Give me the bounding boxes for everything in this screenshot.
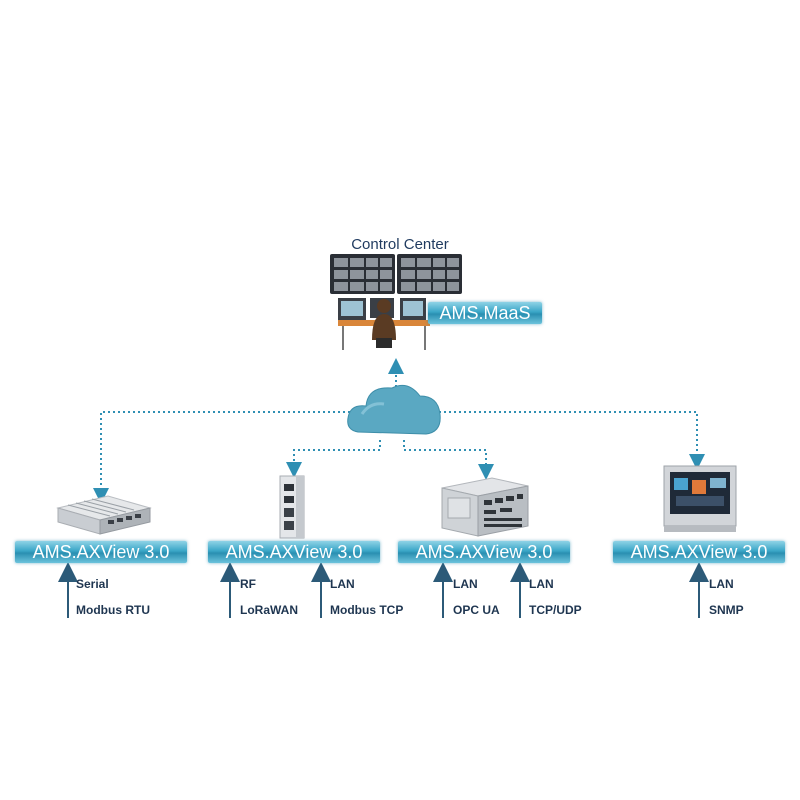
- protocol-arrows: [58, 562, 709, 618]
- node-2-protocol-1-line-1: RF: [240, 577, 256, 591]
- node-1-protocol-1-line-2: Modbus RTU: [76, 603, 150, 617]
- node-1-protocol-1-line-1: Serial: [76, 577, 109, 591]
- din-rail-gateway-icon: [279, 475, 305, 539]
- cloud-icon: [347, 384, 441, 435]
- cloud-to-node-2-link: [286, 440, 381, 478]
- node-2-protocol-2-line-1: LAN: [330, 577, 355, 591]
- cloud-to-node-4-link: [434, 411, 705, 470]
- node-3-badge: AMS.AXView 3.0: [398, 541, 570, 563]
- expandable-box-pc-icon: [441, 477, 529, 537]
- node-2-protocol-2-line-2: Modbus TCP: [330, 603, 404, 617]
- node-2-protocol-1-line-2: LoRaWAN: [240, 603, 298, 617]
- node-3-protocol-1-line-1: LAN: [453, 577, 478, 591]
- cloud-to-node-3-link: [403, 440, 494, 480]
- node-4-badge: AMS.AXView 3.0: [613, 541, 785, 563]
- video-wall-icon: [330, 254, 462, 294]
- node-4-protocol-1-line-2: SNMP: [709, 603, 744, 617]
- panel-pc-monitor-icon: [663, 465, 737, 532]
- operator-desk-icon: [338, 298, 430, 350]
- node-1-badge: AMS.AXView 3.0: [15, 541, 187, 563]
- control-center-title: Control Center: [351, 236, 449, 253]
- cloud-to-node-1-link: [93, 411, 360, 504]
- node-3-protocol-2-line-1: LAN: [529, 577, 554, 591]
- network-connectors: [93, 358, 705, 504]
- node-3-protocol-1-line-2: OPC UA: [453, 603, 500, 617]
- fanless-box-pc-icon: [56, 495, 152, 535]
- ams-maas-badge: AMS.MaaS: [428, 302, 542, 324]
- node-2-badge: AMS.AXView 3.0: [208, 541, 380, 563]
- node-3-protocol-2-line-2: TCP/UDP: [529, 603, 582, 617]
- node-4-protocol-1-line-1: LAN: [709, 577, 734, 591]
